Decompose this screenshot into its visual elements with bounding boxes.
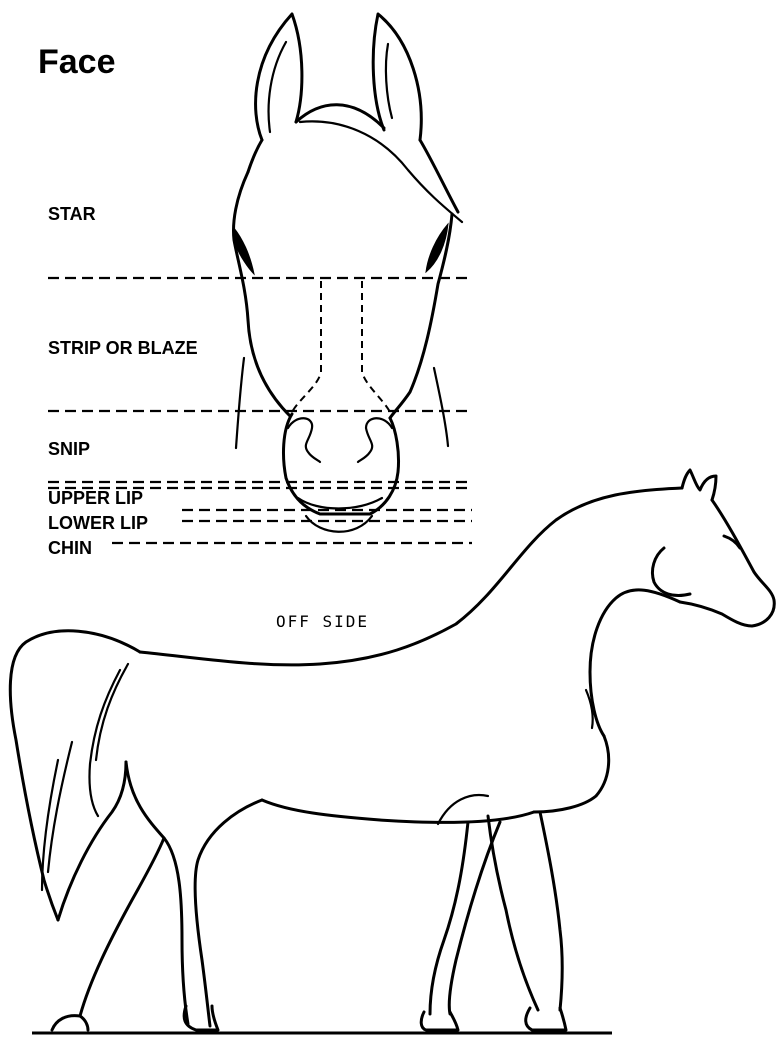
zone-label-snip: SNIP bbox=[48, 439, 90, 459]
tail-inner bbox=[58, 762, 126, 920]
blaze-left-edge bbox=[292, 281, 321, 412]
hind-hoof-near bbox=[52, 1016, 88, 1030]
fore-hoof-far bbox=[421, 1012, 458, 1030]
horse-body-side-outline bbox=[10, 470, 774, 1030]
chest bbox=[534, 736, 609, 812]
fore-leg-near-front bbox=[488, 816, 538, 1010]
topline bbox=[140, 488, 682, 665]
right-eye-icon bbox=[426, 224, 448, 272]
zone-label-star: STAR bbox=[48, 204, 96, 224]
fore-leg-near-back bbox=[540, 812, 562, 1010]
chin-outline bbox=[306, 516, 372, 532]
hind-hoof-far bbox=[184, 1006, 218, 1030]
zone-label-upper-lip: UPPER LIP bbox=[48, 488, 143, 508]
horse-ears-icon bbox=[682, 470, 716, 500]
hind-leg-near bbox=[195, 800, 262, 1026]
horse-head-front-outline bbox=[234, 14, 462, 532]
fore-hoof-near bbox=[526, 1008, 566, 1030]
neck-underside bbox=[590, 590, 680, 736]
fore-leg-far bbox=[430, 822, 468, 1014]
zone-label-lower-lip: LOWER LIP bbox=[48, 513, 148, 533]
jowl bbox=[652, 548, 690, 596]
belly bbox=[262, 800, 534, 822]
off-side-label: OFF SIDE bbox=[276, 612, 369, 631]
zone-label-strip-or-blaze: STRIP OR BLAZE bbox=[48, 338, 198, 358]
right-ear-icon bbox=[373, 14, 421, 140]
face-profile bbox=[680, 500, 774, 626]
left-nostril-icon bbox=[288, 418, 320, 462]
diagram-title: Face bbox=[38, 43, 116, 81]
zone-label-chin: CHIN bbox=[48, 538, 92, 558]
blaze-right-edge bbox=[362, 281, 390, 412]
right-nostril-icon bbox=[358, 418, 392, 462]
